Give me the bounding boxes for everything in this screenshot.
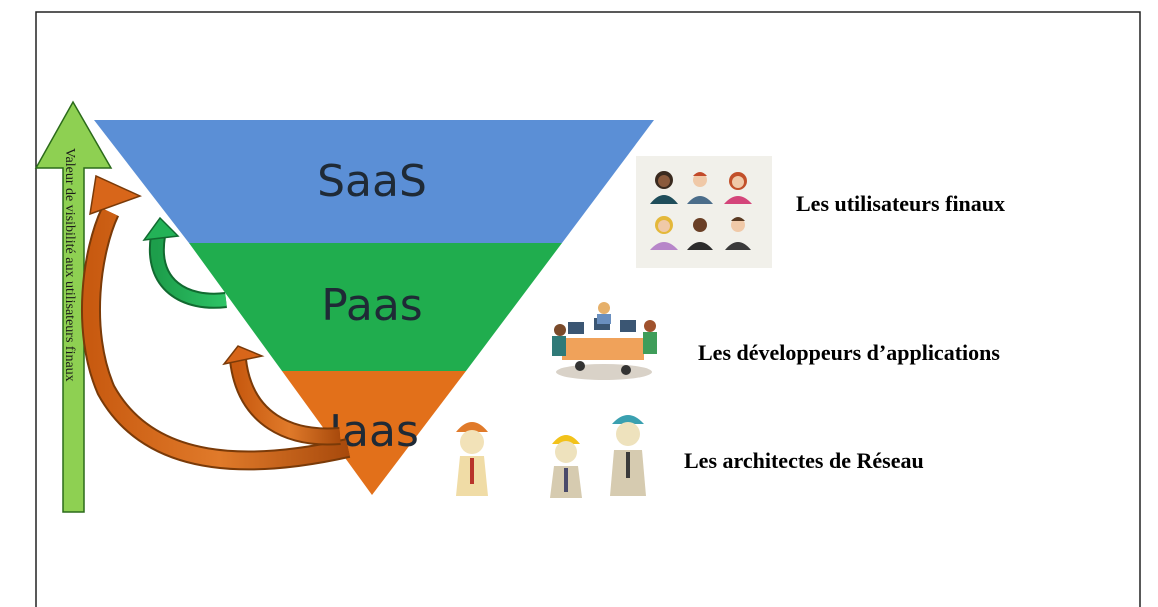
iaas-to-saas-arrow [80,174,351,471]
paas-layer [189,243,562,371]
iaas-layer [282,371,466,495]
paas-label: Paas [321,280,422,331]
role-label-architects: Les architectes de Réseau [684,448,924,473]
role-label-developers: Les développeurs d’applications [698,340,1000,365]
visibility-axis-arrow [34,100,113,513]
network-architects-icon [456,415,646,498]
saas-label: SaaS [317,156,427,207]
saas-layer [94,120,654,243]
iaas-to-paas-arrow [222,345,341,446]
end-users-group-icon [636,156,772,268]
role-label-end-users: Les utilisateurs finaux [796,191,1005,216]
developers-team-icon [552,302,657,380]
paas-to-saas-arrow [142,216,227,309]
visibility-axis-label: Valeur de visibilité aux utilisateurs fi… [62,148,77,382]
frame-border [35,11,1141,607]
